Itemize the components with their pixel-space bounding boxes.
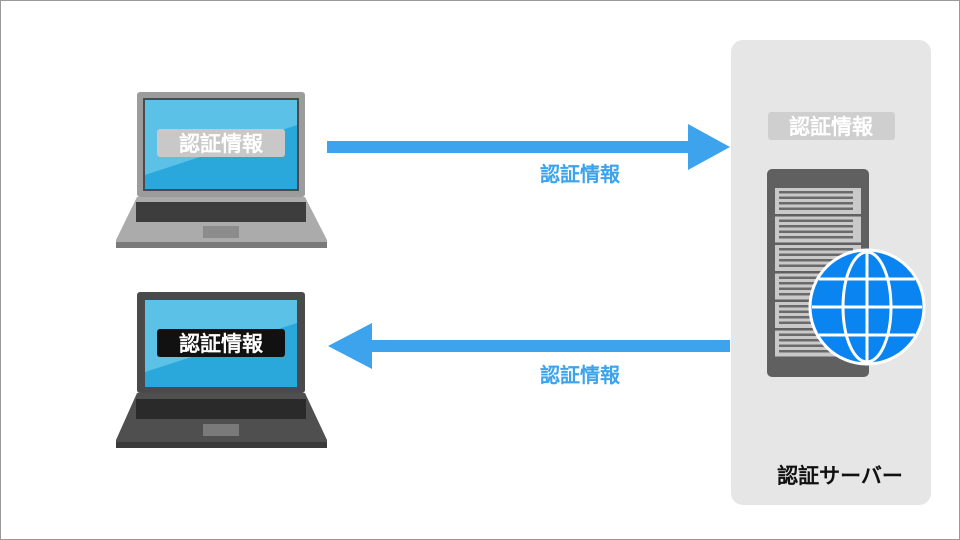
server-slot-vent bbox=[779, 191, 853, 194]
server-slot-vent bbox=[779, 344, 853, 347]
arrow-response bbox=[328, 323, 730, 369]
arrow-request-label: 認証情報 bbox=[540, 162, 621, 186]
laptop-bottom-screen-label: 認証情報 bbox=[179, 332, 264, 356]
server-slot-vent bbox=[779, 202, 853, 205]
server-slot-vent bbox=[779, 350, 853, 353]
server-stored-label: 認証情報 bbox=[789, 115, 874, 139]
arrow-request bbox=[327, 124, 730, 170]
server-slot-vent bbox=[779, 207, 853, 210]
server-slot-vent bbox=[779, 264, 853, 267]
laptop-top-icon bbox=[116, 92, 327, 248]
server-slot-vent bbox=[779, 225, 853, 228]
server-slot-vent bbox=[779, 339, 853, 342]
laptop-bottom-icon bbox=[116, 292, 327, 448]
laptop-top-screen-label: 認証情報 bbox=[179, 132, 264, 156]
server-slot-vent bbox=[779, 219, 853, 222]
server-slot-vent bbox=[779, 248, 853, 251]
server-title: 認証サーバー bbox=[777, 464, 903, 488]
server-stored-label-box bbox=[768, 112, 895, 140]
arrow-response-label: 認証情報 bbox=[540, 363, 621, 387]
laptop-bottom-label-box bbox=[157, 329, 285, 357]
laptop-top-label-box bbox=[157, 129, 285, 157]
server-slot-vent bbox=[779, 196, 853, 199]
server-slot-vent bbox=[779, 253, 853, 256]
server-slot-vent bbox=[779, 230, 853, 233]
server-slot-vent bbox=[779, 236, 853, 239]
server-slot-vent bbox=[779, 276, 853, 279]
globe-icon bbox=[808, 248, 926, 366]
server-slot-vent bbox=[779, 259, 853, 262]
